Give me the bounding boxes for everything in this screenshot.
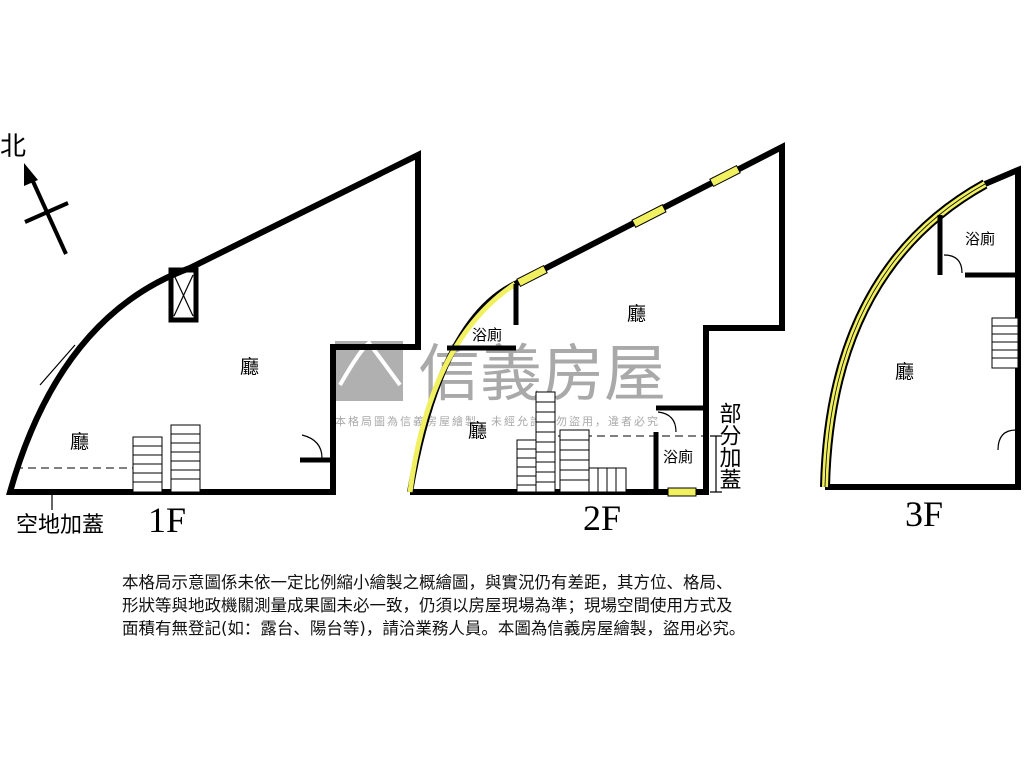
- floor-3f: 浴廁 廳 3F: [820, 165, 1021, 534]
- door-icon: [997, 429, 1017, 451]
- door-icon: [943, 254, 963, 274]
- dimension-line: [710, 435, 722, 493]
- annotation-label: 空地加蓋: [16, 513, 104, 538]
- floor-label: 2F: [583, 498, 621, 538]
- watermark: 信義房屋 本格局圖為信義房屋繪製，未經允許請勿盜用，違者必究: [335, 337, 666, 428]
- annotation-label: 部分加蓋: [716, 402, 742, 490]
- room-label: 浴廁: [965, 230, 995, 248]
- north-arrow-icon: [29, 176, 68, 255]
- window-icon: [516, 164, 741, 497]
- disclaimer: 本格局示意圖係未依一定比例縮小繪製之概繪圖，與實況仍有差距，其方位、格局、 形狀…: [122, 571, 912, 640]
- disclaimer-line: 本格局示意圖係未依一定比例縮小繪製之概繪圖，與實況仍有差距，其方位、格局、: [122, 573, 733, 592]
- room-label: 廳: [627, 303, 646, 325]
- room-label: 廳: [895, 361, 914, 383]
- floor-1f: 廳 廳 空地加蓋 1F: [6, 150, 421, 540]
- staircase: [516, 391, 627, 493]
- door-icon: [301, 434, 323, 459]
- watermark-notice: 本格局圖為信義房屋繪製，未經允許請勿盜用，違者必究: [335, 414, 660, 428]
- room-label: 浴廁: [472, 326, 502, 344]
- window-icon: [39, 169, 389, 386]
- staircase: [132, 424, 201, 493]
- floor-label: 3F: [905, 494, 943, 534]
- disclaimer-line: 形狀等與地政機關測量成果圖未必一致，仍須以房屋現場為準；現場空間使用方式及: [122, 596, 733, 615]
- north-compass: 北: [0, 132, 69, 255]
- room-label: 廳: [70, 431, 89, 453]
- room-label: 廳: [468, 420, 487, 442]
- disclaimer-line: 面積有無登記(如：露台、陽台等)，請洽業務人員。本圖為信義房屋繪製，盜用必究。: [122, 619, 746, 638]
- door-icon: [657, 411, 677, 433]
- floor-label: 1F: [148, 500, 186, 540]
- floor-2f: 廳 浴廁 廳 浴廁 部分加蓋 2F: [407, 142, 785, 538]
- north-label: 北: [0, 132, 26, 162]
- staircase: [991, 317, 1019, 369]
- room-label: 浴廁: [663, 448, 693, 466]
- room-label: 廳: [240, 356, 259, 378]
